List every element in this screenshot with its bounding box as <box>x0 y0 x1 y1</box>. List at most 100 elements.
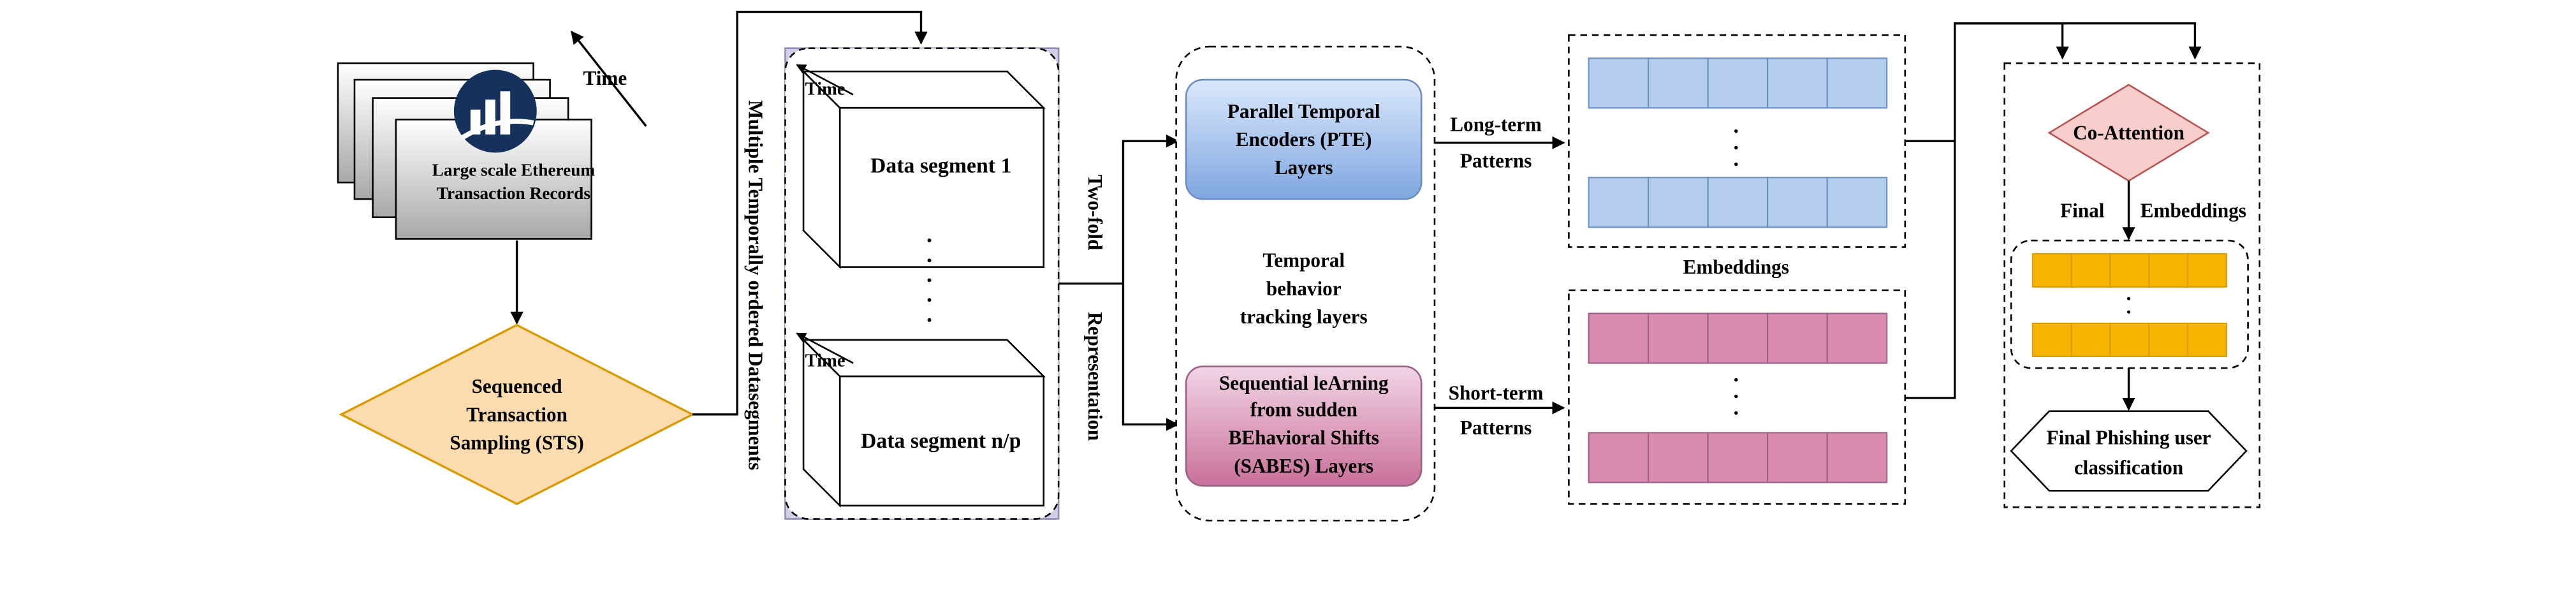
time-arrow <box>571 31 647 127</box>
svg-text:.: . <box>926 301 932 327</box>
final-ellipsis: . . <box>2126 283 2132 318</box>
sts-to-segments-connector <box>692 10 928 416</box>
tracking-caption-line1: Temporal <box>1262 249 1345 272</box>
sabes-line4: (SABES) Layers <box>1234 455 1373 477</box>
classification-line2: classification <box>2074 456 2183 478</box>
segment-ellipsis: . . . . . <box>926 222 932 327</box>
embedding-cell <box>1707 57 1769 109</box>
sts-line2: Transaction <box>466 403 567 425</box>
svg-text:.: . <box>1734 396 1739 420</box>
segment1-time-label: Time <box>805 79 845 99</box>
final-label: Final <box>2060 200 2105 222</box>
pte-layer-box <box>1185 78 1423 200</box>
svg-text:.: . <box>1734 147 1739 171</box>
embedding-cell <box>2148 322 2189 357</box>
sts-line3: Sampling (STS) <box>450 431 583 453</box>
co-attention-label: Co-Attention <box>2073 122 2184 144</box>
embedding-cell <box>1826 432 1888 483</box>
embedding-cell <box>2070 253 2111 288</box>
tracking-caption-line2: behavior <box>1266 277 1342 300</box>
svg-text:.: . <box>926 242 932 267</box>
svg-text:.: . <box>2126 295 2132 318</box>
representation-label: Representation <box>1084 312 1106 441</box>
svg-text:.: . <box>1734 131 1739 154</box>
sts-diamond <box>339 323 695 506</box>
sabes-line1: Sequential leArning <box>1219 372 1389 394</box>
embedding-cell <box>2148 253 2189 288</box>
svg-text:.: . <box>926 222 932 247</box>
long-term-ellipsis: . . . <box>1734 114 1739 171</box>
records-title-line2: Transaction Records <box>437 184 590 203</box>
embedding-cell <box>1767 177 1828 228</box>
embedding-cell <box>1767 57 1828 109</box>
two-fold-split: Two-fold Representation <box>1058 135 1180 441</box>
embedding-cell <box>1826 177 1888 228</box>
embedding-cell <box>1588 57 1650 109</box>
final-embedding-row-2 <box>2031 322 2227 357</box>
long-term-embedding-row-1 <box>1588 57 1888 109</box>
embedding-cell <box>1767 432 1828 483</box>
final-embedding-row-1 <box>2031 253 2227 288</box>
data-segment-n-cube: Time Data segment n/p <box>796 332 1046 508</box>
embedding-cell <box>1588 313 1650 364</box>
svg-text:.: . <box>1734 363 1739 387</box>
sabes-line3: BEhavioral Shifts <box>1229 427 1379 449</box>
embedding-cell <box>1648 432 1709 483</box>
embedding-cell <box>1826 313 1888 364</box>
classification-hexagon <box>2010 410 2248 492</box>
two-fold-label: Two-fold <box>1084 174 1106 250</box>
ethereum-chart-logo-icon <box>453 70 537 153</box>
embeddings-label: Embeddings <box>1683 256 1789 278</box>
pte-line3: Layers <box>1275 156 1333 179</box>
short-term-line2: Patterns <box>1460 416 1532 439</box>
sts-block: Sequenced Transaction Sampling (STS) <box>339 323 695 506</box>
tracking-caption-line3: tracking layers <box>1240 306 1368 328</box>
short-term-embedding-row-1 <box>1588 313 1888 364</box>
embedding-cell <box>2109 322 2150 357</box>
embedding-cell <box>1588 177 1650 228</box>
sabes-line2: from sudden <box>1250 398 1358 420</box>
embedding-cell <box>1648 177 1709 228</box>
embedding-cell <box>1648 313 1709 364</box>
embedding-cell <box>1707 432 1769 483</box>
records-time-label: Time <box>583 67 627 89</box>
svg-text:.: . <box>2126 283 2132 305</box>
embedding-cell <box>2186 253 2227 288</box>
embeddings-block: . . . Embeddings . . . <box>1568 34 1906 505</box>
records-title-line1: Large scale Ethereum <box>432 161 596 180</box>
transaction-records-stack: Large scale Ethereum Transaction Records… <box>337 31 647 240</box>
long-term-line1: Long-term <box>1450 114 1542 136</box>
svg-text:.: . <box>1734 380 1739 403</box>
segmentn-label: Data segment n/p <box>861 429 1021 453</box>
embeddings-to-final-connectors <box>1905 22 2202 399</box>
embedding-cell <box>1648 57 1709 109</box>
embedding-cell <box>2070 322 2111 357</box>
embedding-cell <box>2109 253 2150 288</box>
pattern-arrows: Long-term Patterns Short-term Patterns <box>1434 114 1565 439</box>
embedding-cell <box>2186 322 2227 357</box>
segment1-label: Data segment 1 <box>870 154 1011 178</box>
datasegments-block: Multiple Temporally ordered Datasegments… <box>744 47 1060 520</box>
sabes-layer-box <box>1185 365 1423 487</box>
embedding-cell <box>1588 432 1650 483</box>
tracking-layers-block: Parallel Temporal Encoders (PTE) Layers … <box>1175 45 1436 522</box>
pte-line2: Encoders (PTE) <box>1236 128 1372 151</box>
embedding-cell <box>1707 177 1769 228</box>
final-embeddings-label: Embeddings <box>2141 200 2246 222</box>
short-term-line1: Short-term <box>1449 381 1544 404</box>
short-term-ellipsis: . . . <box>1734 363 1739 420</box>
classification-line1: Final Phishing user <box>2047 427 2211 449</box>
embedding-cell <box>1767 313 1828 364</box>
svg-text:.: . <box>926 262 932 287</box>
sts-line1: Sequenced <box>472 375 562 397</box>
data-segment-1-cube: Time Data segment 1 <box>796 64 1046 269</box>
embedding-cell <box>1707 313 1769 364</box>
svg-text:.: . <box>1734 114 1739 138</box>
embedding-cell <box>2031 253 2072 288</box>
long-term-embedding-row-2 <box>1588 177 1888 228</box>
datasegments-vertical-label: Multiple Temporally ordered Datasegments <box>744 100 766 470</box>
embedding-cell <box>2031 322 2072 357</box>
pte-line1: Parallel Temporal <box>1227 100 1380 122</box>
long-term-line2: Patterns <box>1460 150 1532 172</box>
